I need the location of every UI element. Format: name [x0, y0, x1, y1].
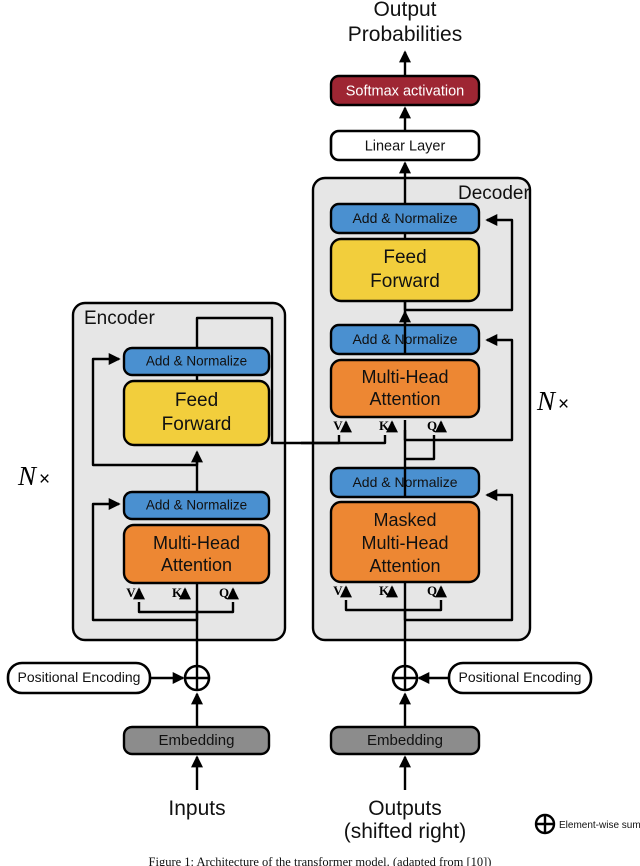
embedding-left-box [122, 725, 271, 756]
outputs-label-line2: (shifted right) [344, 820, 467, 843]
decoder-title: Decoder [458, 183, 530, 204]
linear-layer-box [329, 129, 481, 162]
decoder-cross-qkv-q: Q [427, 418, 437, 433]
legend-element-wise-sum-label: Element-wise sum [559, 820, 640, 831]
decoder-cross-attention-line2: Attention [369, 389, 440, 409]
positional-encoding-left-box [6, 661, 152, 695]
encoder-attention-line1: Multi-Head [153, 533, 240, 553]
encoder-qkv-v: V [126, 585, 136, 600]
output-probabilities-line1: Output [373, 0, 436, 21]
linear-layer-label: Linear Layer [365, 138, 446, 154]
decoder-masked-attention-line3: Attention [369, 556, 440, 576]
decoder-cross-qkv-v: V [333, 418, 343, 433]
decoder-feed-forward-line1: Feed [383, 247, 426, 268]
decoder-masked-qkv-v: V [333, 583, 343, 598]
figure-caption: Figure 1: Architecture of the transforme… [149, 855, 492, 866]
edge-encoder-out-to-dec-k [301, 435, 387, 445]
embedding-right-label: Embedding [367, 732, 443, 749]
encoder-title: Encoder [84, 308, 155, 329]
encoder-output-bus [195, 316, 301, 445]
inputs-label: Inputs [168, 797, 225, 820]
decoder-masked-attention-line2: Multi-Head [361, 533, 448, 553]
encoder-qkv-q: Q [219, 585, 229, 600]
encoder-feed-forward-line1: Feed [175, 390, 218, 411]
encoder-add-normalize-bottom [122, 490, 271, 521]
encoder-feed-forward-line2: Forward [162, 414, 232, 435]
decoder-feed-forward-line2: Forward [370, 271, 440, 292]
encoder-add-normalize-bottom-label: Add & Normalize [146, 498, 247, 513]
decoder-masked-attention-line1: Masked [373, 510, 436, 530]
outputs-label-line1: Outputs [368, 797, 442, 820]
decoder-cross-qkv-k: K [379, 418, 390, 433]
decoder-add-normalize-top-label: Add & Normalize [352, 210, 457, 226]
softmax-activation-box [329, 74, 481, 107]
decoder-cross-attention-line1: Multi-Head [361, 367, 448, 387]
encoder-repeat-count: N× [17, 461, 50, 491]
decoder-masked-qkv-k: K [379, 583, 390, 598]
embedding-right-box [329, 725, 481, 756]
positional-encoding-right-label: Positional Encoding [459, 669, 582, 685]
decoder-masked-qkv-q: Q [427, 583, 437, 598]
edge-dec-masked-fanout [344, 600, 443, 612]
encoder-qkv-k: K [172, 585, 183, 600]
edge-dec-self-to-cross-q [405, 435, 436, 461]
encoder-add-normalize-top-label: Add & Normalize [146, 354, 247, 369]
decoder-feed-forward-box [329, 237, 481, 303]
edge-enc-qkv-fanout [137, 602, 235, 614]
output-probabilities-line2: Probabilities [348, 23, 462, 46]
embedding-left-label: Embedding [159, 732, 235, 749]
positional-encoding-right-box [447, 661, 593, 695]
positional-encoding-left-label: Positional Encoding [18, 669, 141, 685]
decoder-repeat-count: N× [536, 386, 569, 416]
decoder-cross-attention-box [329, 358, 481, 419]
encoder-attention-line2: Attention [161, 555, 232, 575]
softmax-activation-label: Softmax activation [346, 83, 464, 99]
